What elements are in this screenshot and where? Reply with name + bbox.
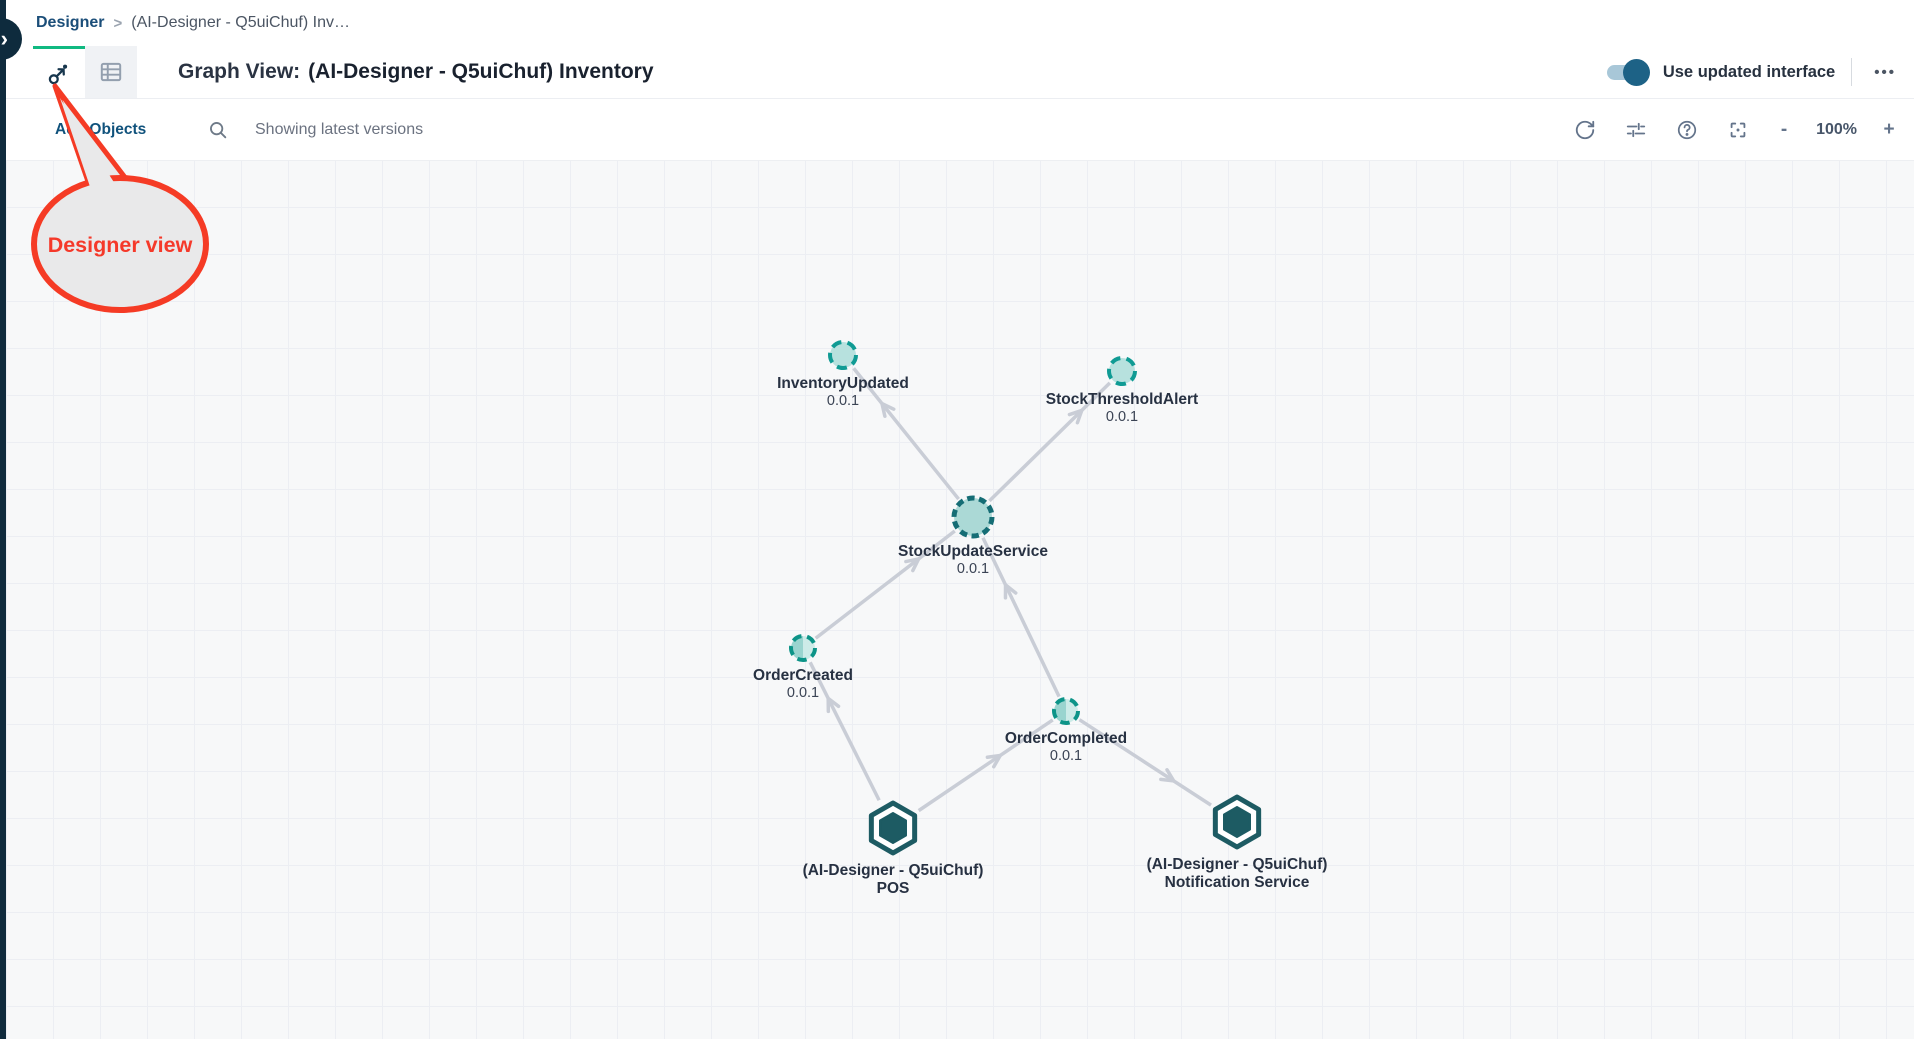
node-label: (AI-Designer - Q5uiChuf) [803, 862, 984, 879]
graph-node-POS[interactable]: (AI-Designer - Q5uiChuf)POS [803, 800, 984, 897]
service-hexagon-core [1223, 806, 1251, 838]
filter-settings-icon[interactable] [1618, 112, 1654, 148]
page-title: Graph View: (AI-Designer - Q5uiChuf) Inv… [178, 46, 654, 98]
node-label: StockThresholdAlert [1046, 391, 1198, 408]
node-label: InventoryUpdated [777, 375, 909, 392]
event-circle-icon [1107, 356, 1137, 386]
breadcrumb-separator-icon: > [113, 14, 123, 32]
header-row: Graph View: (AI-Designer - Q5uiChuf) Inv… [6, 46, 1914, 99]
graph-toolbar: Add Objects [6, 99, 1914, 161]
node-label-line2: Notification Service [1165, 874, 1310, 891]
refresh-icon[interactable] [1567, 112, 1603, 148]
node-version: 0.0.1 [1106, 409, 1138, 425]
expand-sidebar-button[interactable]: › [0, 18, 22, 60]
zoom-level: 100% [1816, 120, 1857, 138]
tab-graph-view[interactable] [33, 46, 85, 98]
page-title-prefix: Graph View: [178, 60, 301, 83]
table-view-icon [98, 59, 124, 85]
fit-view-icon[interactable] [1720, 112, 1756, 148]
event-circle-icon [828, 340, 858, 370]
search-bar [207, 99, 677, 160]
graph-node-NotificationService[interactable]: (AI-Designer - Q5uiChuf)Notification Ser… [1147, 794, 1328, 891]
node-version: 0.0.1 [787, 685, 819, 701]
service-hexagon-core [879, 812, 907, 844]
node-label: OrderCreated [753, 667, 853, 684]
use-updated-interface-toggle[interactable] [1606, 58, 1650, 86]
node-label: OrderCompleted [1005, 730, 1127, 747]
event-circle-icon [951, 495, 995, 539]
header-right-controls: Use updated interface ••• [1606, 46, 1902, 98]
graph-view-icon [46, 61, 72, 87]
collapsed-sidebar [0, 0, 6, 1039]
node-label-line2: POS [877, 880, 910, 897]
tab-table-view[interactable] [85, 46, 137, 98]
node-version: 0.0.1 [1050, 748, 1082, 764]
graph-canvas[interactable] [6, 160, 1914, 1039]
page-title-name: (AI-Designer - Q5uiChuf) Inventory [308, 60, 654, 83]
breadcrumb: Designer > (AI-Designer - Q5uiChuf) Inv… [36, 0, 350, 46]
breadcrumb-current: (AI-Designer - Q5uiChuf) Inv… [131, 14, 350, 31]
breadcrumb-bar: Designer > (AI-Designer - Q5uiChuf) Inv… [0, 0, 1914, 46]
toggle-knob [1622, 58, 1650, 86]
view-tabs [33, 46, 137, 98]
search-icon [207, 119, 229, 141]
node-version: 0.0.1 [957, 561, 989, 577]
chevron-right-icon: › [0, 26, 8, 51]
node-label: (AI-Designer - Q5uiChuf) [1147, 856, 1328, 873]
add-objects-button[interactable]: Add Objects [55, 120, 147, 138]
node-label: StockUpdateService [898, 543, 1048, 560]
more-menu-icon[interactable]: ••• [1874, 63, 1896, 81]
event-circle-icon [1052, 697, 1080, 725]
event-circle-icon [789, 634, 817, 662]
node-version: 0.0.1 [827, 393, 859, 409]
help-icon[interactable] [1669, 112, 1705, 148]
zoom-in-button[interactable]: + [1883, 118, 1895, 140]
divider [1851, 58, 1853, 86]
search-input[interactable] [253, 119, 677, 140]
toggle-label: Use updated interface [1662, 62, 1836, 81]
zoom-out-button[interactable]: - [1780, 118, 1788, 140]
canvas-controls: - 100% + [1567, 99, 1902, 160]
breadcrumb-designer-link[interactable]: Designer [36, 14, 105, 31]
